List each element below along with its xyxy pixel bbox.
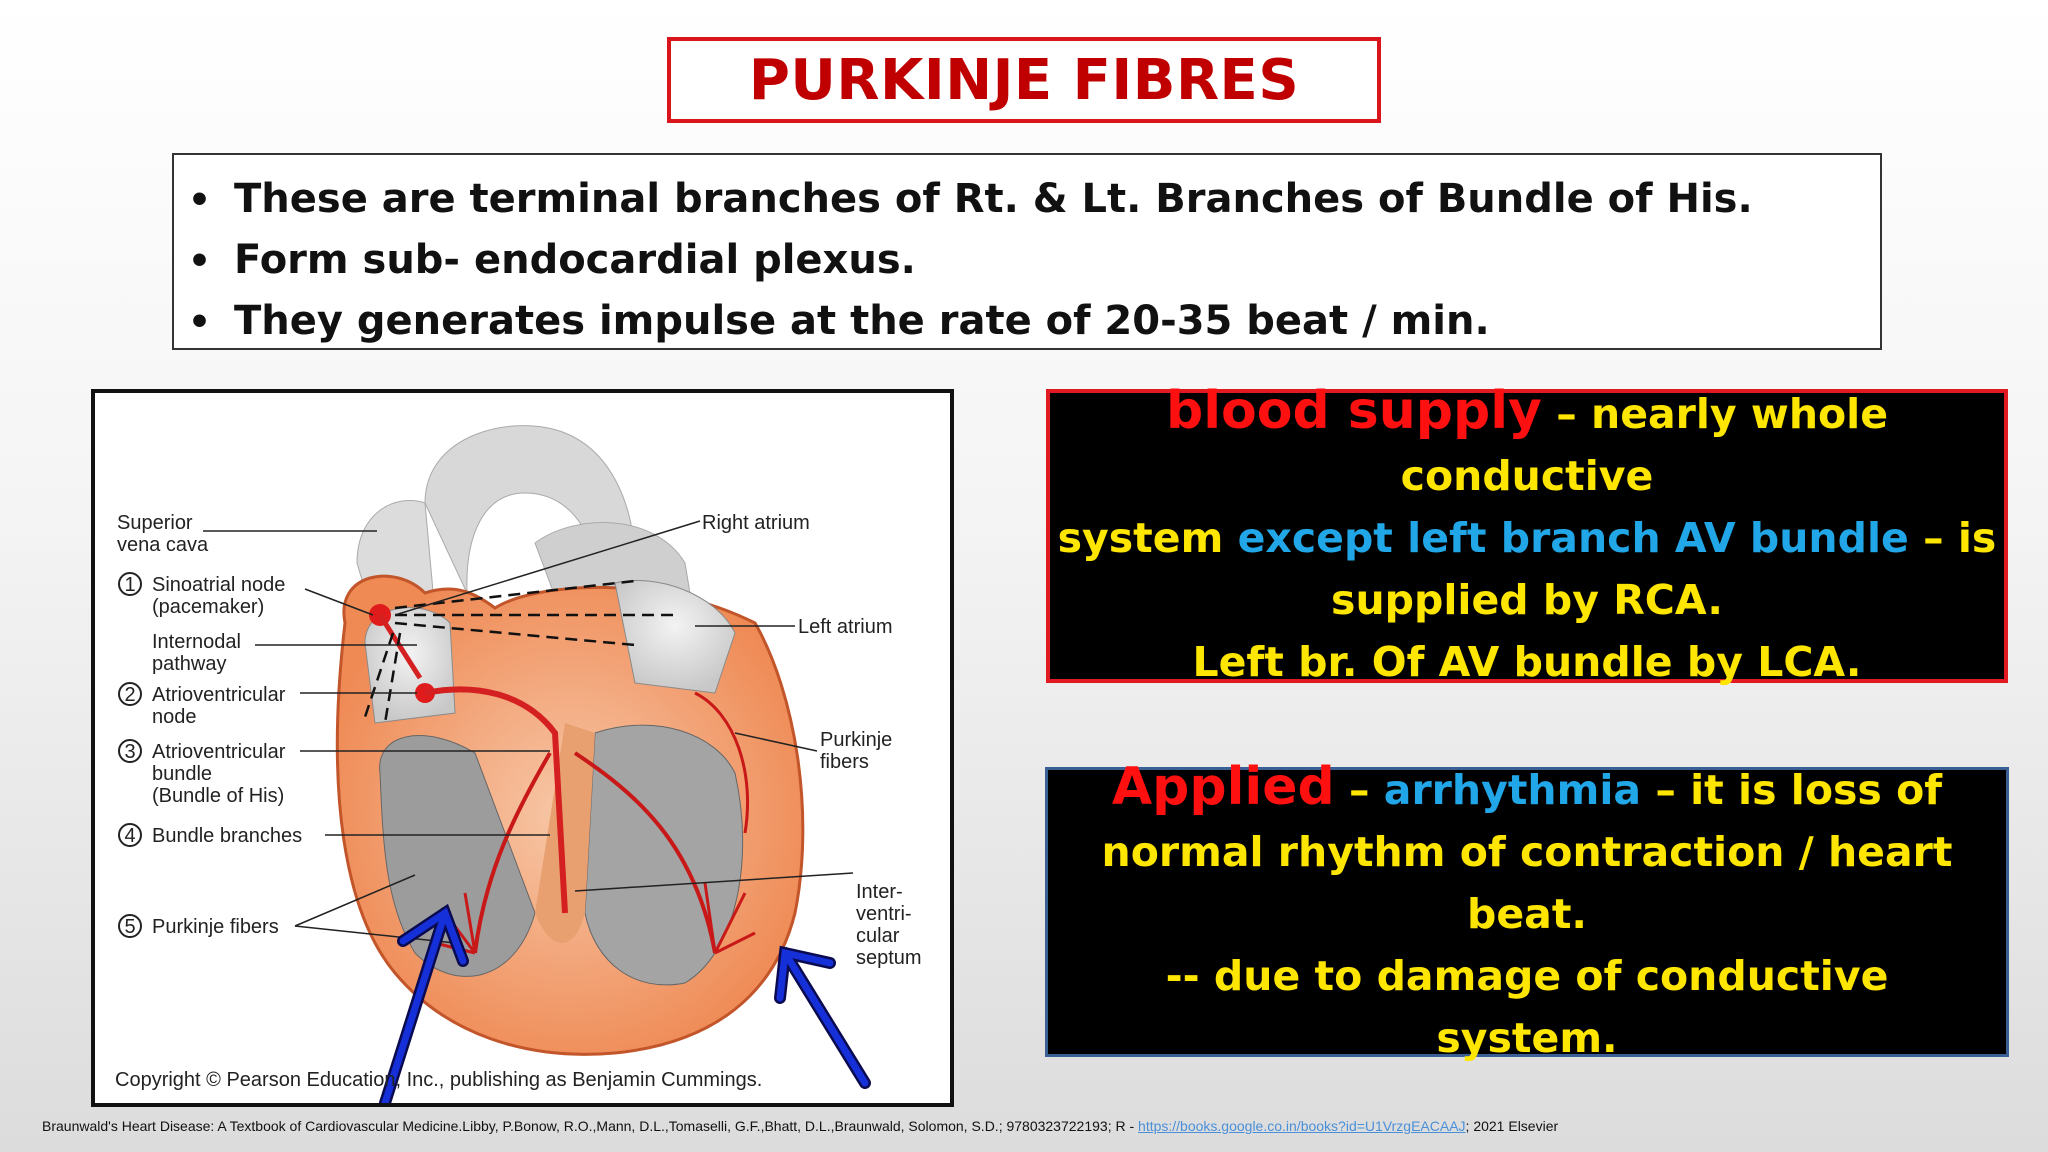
- bullet-icon: •: [188, 302, 212, 343]
- right-bundle-branch: [473, 751, 552, 954]
- label-sa-node-2: (pacemaker): [152, 596, 264, 618]
- bullet-item: • These are terminal branches of Rt. & Lt…: [188, 169, 1880, 230]
- bullet-text: Form sub- endocardial plexus.: [234, 237, 916, 283]
- marker-1: 1: [124, 574, 135, 596]
- bullet-item: • They generates impulse at the rate of 2…: [188, 291, 1880, 352]
- title-box: PURKINJE FIBRES: [667, 37, 1381, 123]
- label-superior-2: vena cava: [117, 534, 209, 556]
- applied-rest1: – it is loss of: [1641, 765, 1943, 814]
- label-septum-1: Inter-: [856, 881, 903, 903]
- label-av-bundle-1: Atrioventricular: [152, 741, 286, 763]
- label-purkinje-right-1: Purkinje: [820, 729, 892, 751]
- blood-supply-line1: nearly whole conductive: [1400, 389, 1889, 500]
- marker-5: 5: [124, 916, 135, 938]
- label-internodal-1: Internodal: [152, 631, 241, 653]
- label-internodal-2: pathway: [152, 653, 227, 675]
- number-markers: [118, 572, 142, 938]
- blood-supply-exception: except left branch AV bundle: [1237, 513, 1909, 562]
- right-ventricle-chamber: [379, 735, 536, 977]
- marker-2: 2: [124, 684, 135, 706]
- source-text: Braunwald's Heart Disease: A Textbook of…: [42, 1118, 1139, 1134]
- applied-text: Applied – arrhythmia – it is loss of nor…: [1048, 756, 2006, 1069]
- slide-title: PURKINJE FIBRES: [748, 47, 1300, 113]
- label-purkinje-right-2: fibers: [820, 751, 869, 773]
- label-av-bundle-3: (Bundle of His): [152, 785, 284, 807]
- blood-supply-heading: blood supply: [1165, 380, 1542, 441]
- left-bundle-branch: [573, 751, 717, 954]
- label-purkinje-left: Purkinje fibers: [152, 916, 279, 938]
- impulse-arrows: [361, 579, 680, 724]
- label-right-atrium: Right atrium: [702, 512, 810, 534]
- bullet-list: • These are terminal branches of Rt. & Lt…: [188, 169, 1880, 352]
- internodal-pathway: [377, 613, 423, 680]
- label-copyright: Copyright © Pearson Education, Inc., pub…: [115, 1069, 762, 1091]
- leader-lines: [203, 520, 854, 944]
- bullet-item: • Form sub- endocardial plexus.: [188, 230, 1880, 291]
- applied-box: Applied – arrhythmia – it is loss of nor…: [1045, 757, 2009, 1062]
- label-bundle-branches: Bundle branches: [152, 825, 302, 847]
- applied-term: arrhythmia: [1383, 765, 1642, 814]
- bullet-icon: •: [188, 180, 212, 221]
- label-av-node-1: Atrioventricular: [152, 684, 286, 706]
- blood-supply-line4: Left br. Of AV bundle by LCA.: [1192, 637, 1862, 686]
- bullets-box: • These are terminal branches of Rt. & Lt…: [172, 153, 1882, 350]
- blood-supply-box: blood supply – nearly whole conductive s…: [1046, 381, 2008, 686]
- bundle-of-his: [424, 686, 568, 914]
- blood-supply-line3: supplied by RCA.: [1331, 575, 1723, 624]
- marker-3: 3: [124, 741, 135, 763]
- source-citation: Braunwald's Heart Disease: A Textbook of…: [42, 1118, 1558, 1134]
- label-superior-1: Superior: [117, 512, 193, 534]
- label-sa-node-1: Sinoatrial node: [152, 574, 285, 596]
- bullet-text: They generates impulse at the rate of 20…: [234, 298, 1490, 344]
- bullet-icon: •: [188, 241, 212, 282]
- applied-dash: –: [1334, 765, 1384, 814]
- label-septum-3: cular: [856, 925, 900, 947]
- heart-conduction-figure: 1 2 3 4 5 Superior vena cava Sinoatrial …: [91, 389, 954, 1107]
- marker-4: 4: [124, 825, 135, 847]
- bullet-text: These are terminal branches of Rt. & Lt.…: [234, 176, 1753, 222]
- left-atrium-chamber: [614, 579, 736, 694]
- heart-diagram: 1 2 3 4 5 Superior vena cava Sinoatrial …: [95, 393, 950, 1103]
- septum-shape: [535, 723, 595, 943]
- blood-supply-line2a: system: [1057, 513, 1238, 562]
- label-av-node-2: node: [152, 706, 197, 728]
- blue-arrow-left-fill: [381, 907, 467, 1103]
- label-av-bundle-2: bundle: [152, 763, 212, 785]
- source-link[interactable]: https://books.google.co.in/books?id=U1Vr…: [1138, 1118, 1466, 1134]
- applied-line2: normal rhythm of contraction / heart bea…: [1101, 827, 1953, 938]
- label-left-atrium: Left atrium: [798, 616, 892, 638]
- source-suffix: ; 2021 Elsevier: [1465, 1118, 1559, 1134]
- label-septum-4: septum: [856, 947, 922, 969]
- applied-heading: Applied: [1111, 756, 1335, 817]
- applied-line4: system.: [1436, 1013, 1618, 1062]
- blue-arrow-right-fill: [776, 948, 869, 1087]
- blood-supply-dash: –: [1541, 389, 1591, 438]
- applied-line3: -- due to damage of conductive: [1165, 951, 1889, 1000]
- blood-supply-text: blood supply – nearly whole conductive s…: [1050, 380, 2004, 693]
- blood-supply-line2c: – is: [1908, 513, 1997, 562]
- label-septum-2: ventri-: [856, 903, 912, 925]
